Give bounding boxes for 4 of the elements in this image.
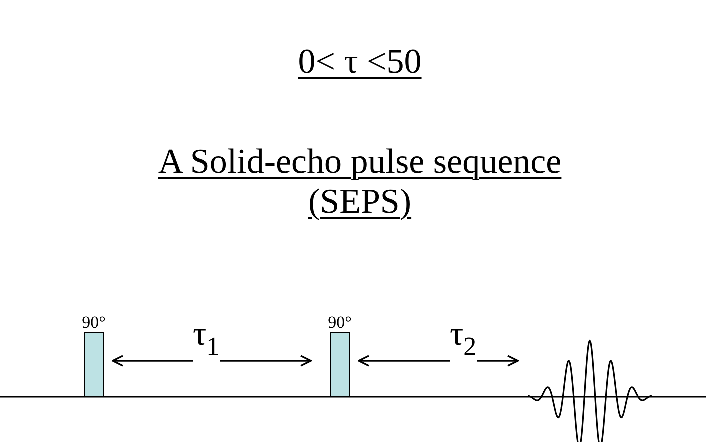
range-label: 0< τ <50 bbox=[297, 42, 423, 82]
title: A Solid-echo pulse sequence (SEPS) bbox=[157, 142, 563, 222]
pulse-angle-label: 90° bbox=[81, 314, 107, 332]
pulse-angle-label: 90° bbox=[327, 314, 353, 332]
